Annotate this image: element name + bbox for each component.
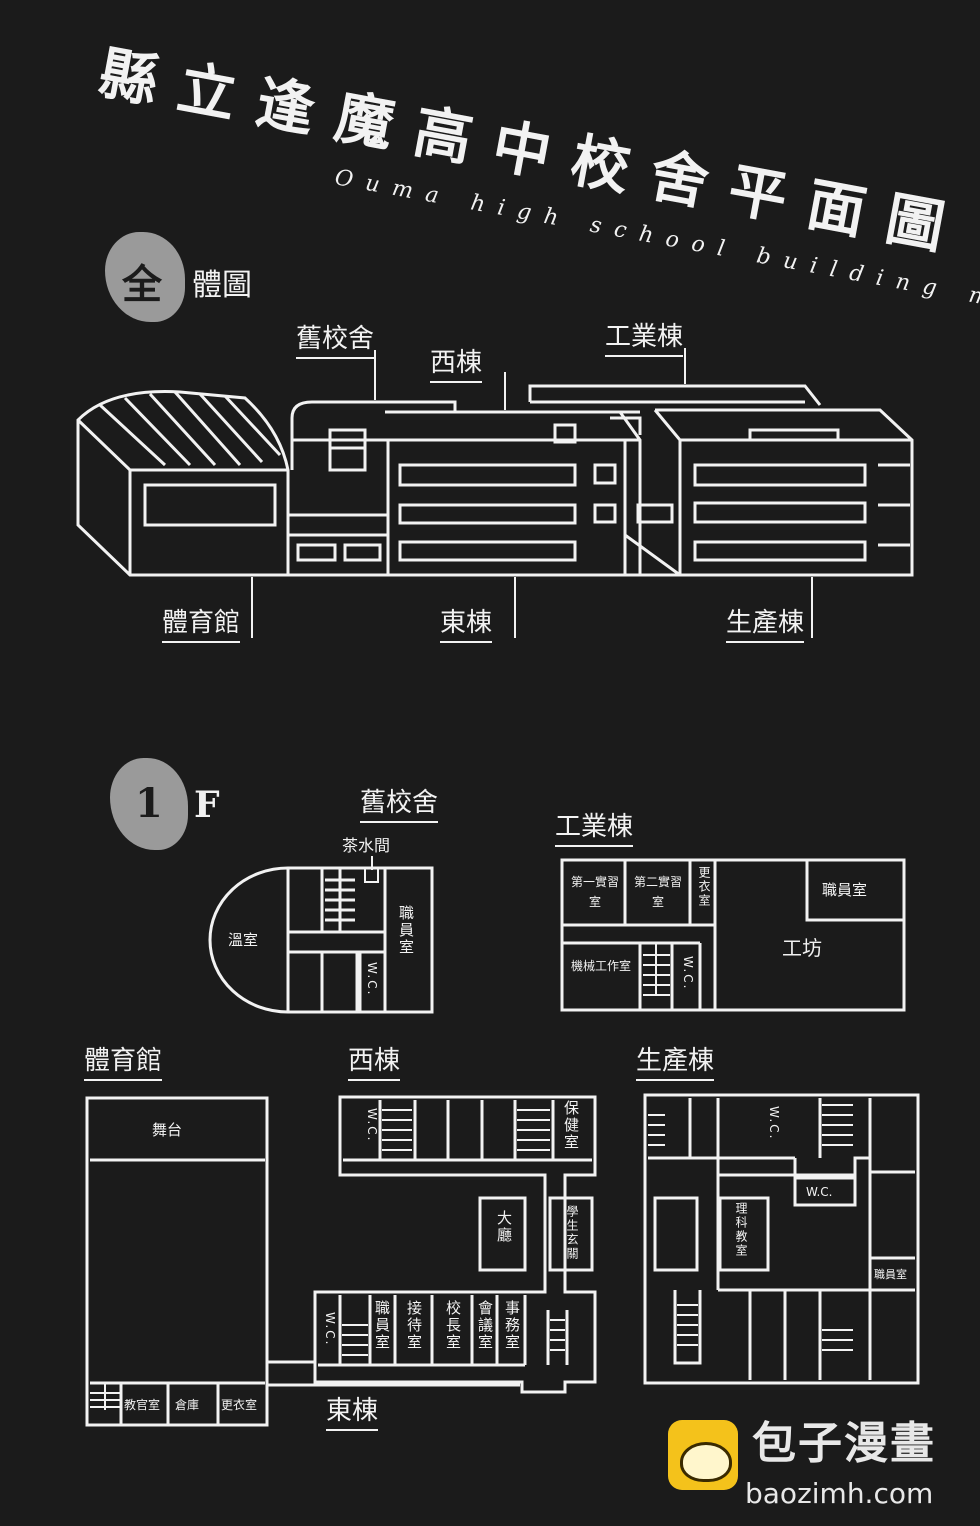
overview-label-west-building: 西棟 — [430, 342, 483, 383]
overview-3d-drawing — [76, 348, 914, 638]
floor1-production-plan — [643, 1093, 920, 1385]
room-ind-staff: 職員室 — [822, 881, 868, 899]
floor1-industrial-plan — [560, 858, 906, 1012]
room-east-staff: 職員室 — [373, 1300, 391, 1351]
room-east-wc: W.C. — [323, 1312, 337, 1347]
floor1-old-building-plan — [208, 856, 434, 1014]
floor1-label-old-building: 舊校舍 — [360, 782, 439, 823]
room-prod-wc-top: W.C. — [767, 1106, 781, 1141]
overview-label-industrial: 工業棟 — [605, 316, 684, 357]
floor1-gym-plan — [85, 1096, 520, 1427]
overview-badge-char: 全 — [122, 261, 162, 308]
room-instructor: 教官室 — [124, 1398, 161, 1412]
floor1-label-west: 西棟 — [348, 1040, 401, 1081]
room-science: 理科教室 — [734, 1202, 748, 1258]
floor1-label-production: 生產棟 — [636, 1040, 715, 1081]
east-3d — [370, 410, 642, 577]
room-practice2: 第二實習室 — [633, 875, 682, 909]
room-principal: 校長室 — [444, 1300, 462, 1351]
floor1-label-industrial: 工業棟 — [555, 806, 634, 847]
room-tea: 茶水間 — [342, 836, 391, 855]
room-reception: 接待室 — [405, 1300, 423, 1351]
floor1-label-gym: 體育館 — [84, 1040, 163, 1081]
overview-label-east-building: 東棟 — [440, 602, 493, 643]
room-old-staff: 職員室 — [397, 905, 415, 956]
floor1-label-east: 東棟 — [326, 1390, 379, 1431]
floor-heading: F — [194, 784, 220, 826]
floor1-west-east-plan — [313, 1095, 597, 1394]
watermark-url: baozimh.com — [745, 1477, 934, 1510]
overview-label-gym: 體育館 — [162, 602, 241, 643]
room-storage: 倉庫 — [175, 1398, 200, 1412]
production-3d — [624, 408, 914, 577]
room-entrance: 學生玄關 — [565, 1205, 579, 1261]
room-ind-locker: 更衣室 — [697, 866, 711, 908]
overview-label-old-building: 舊校舍 — [296, 318, 375, 359]
overview-badge-splash — [105, 232, 185, 322]
watermark-logo-icon — [668, 1420, 738, 1490]
room-machine-shop: 機械工作室 — [570, 959, 631, 973]
overview-heading: 體圖 — [192, 268, 252, 303]
room-practice1: 第一實習室 — [570, 875, 619, 909]
room-hall: 大廳 — [495, 1210, 513, 1244]
overview-label-production: 生產棟 — [726, 602, 805, 643]
room-gym-locker: 更衣室 — [221, 1398, 258, 1412]
floor-badge-splash — [110, 758, 188, 850]
room-meeting: 會議室 — [476, 1300, 494, 1351]
room-stage: 舞台 — [152, 1121, 183, 1139]
room-office: 事務室 — [503, 1300, 521, 1351]
room-west-wc: W.C. — [365, 1108, 379, 1143]
watermark-name: 包子漫畫 — [752, 1418, 936, 1469]
room-ind-wc: W.C. — [681, 956, 695, 991]
floor-badge-char: 1 — [135, 780, 163, 827]
room-infirmary: 保健室 — [562, 1100, 580, 1151]
room-prod-wc-mid: W.C. — [806, 1185, 833, 1199]
room-greenhouse: 溫室 — [228, 931, 259, 949]
room-prod-staff: 職員室 — [874, 1268, 907, 1281]
gym-3d — [76, 390, 290, 577]
room-workshop: 工坊 — [782, 936, 822, 960]
room-old-wc: W.C. — [365, 962, 379, 997]
